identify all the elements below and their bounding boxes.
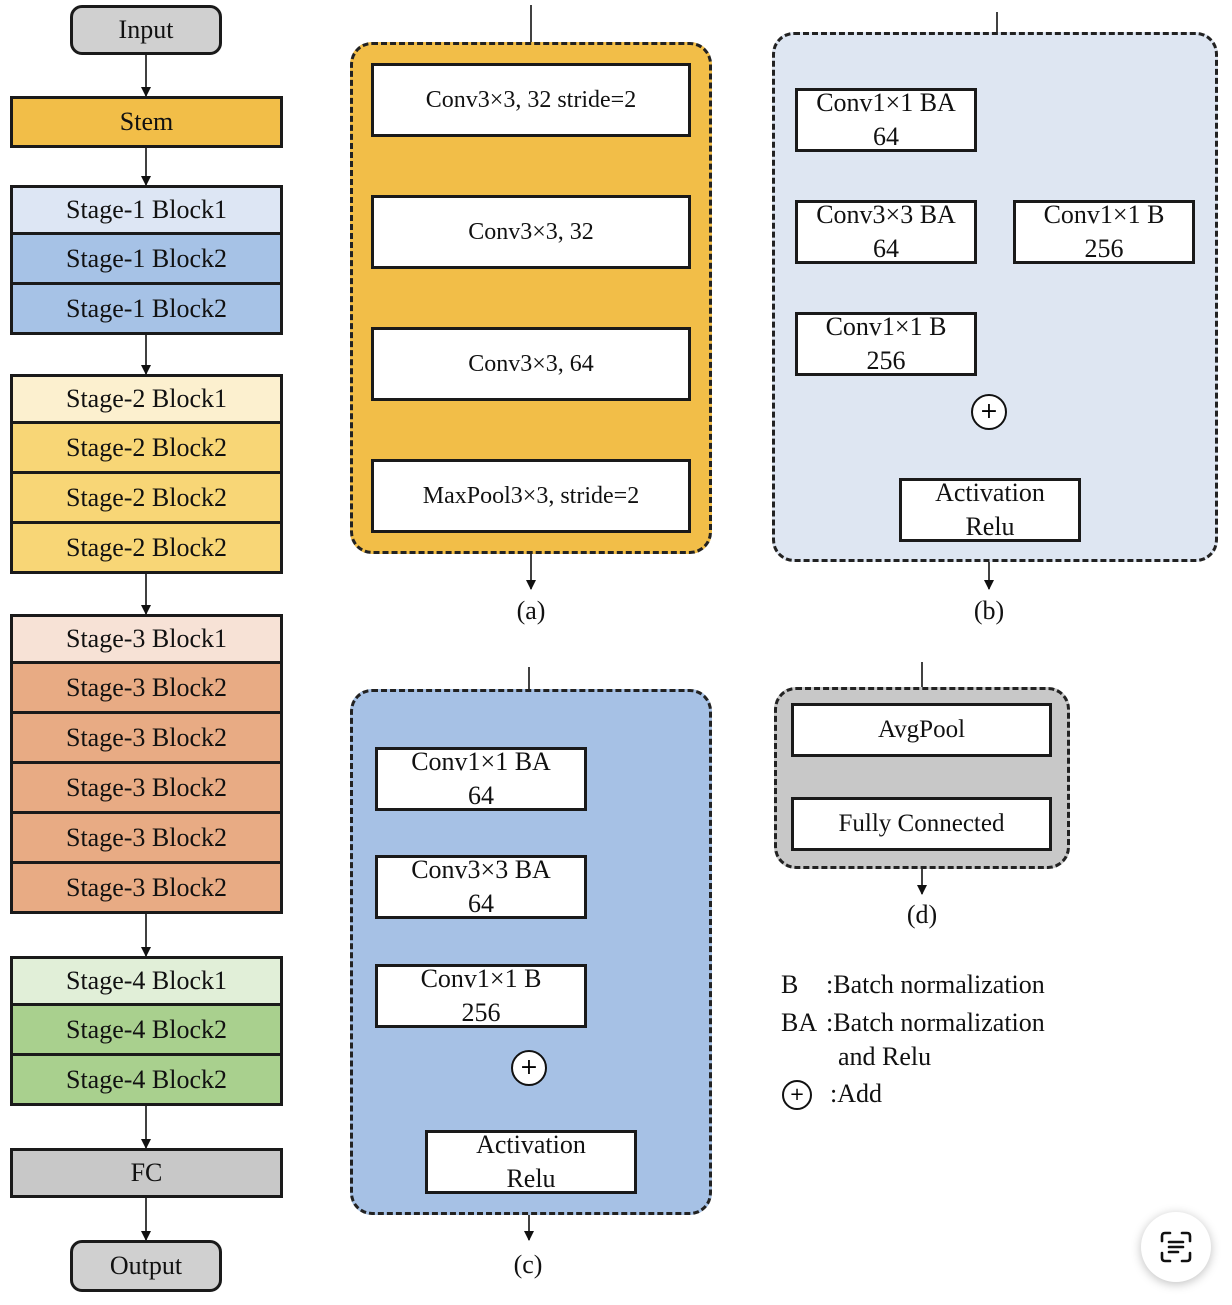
stage3-block-1-label: Stage-3 Block1	[65, 624, 228, 654]
panel-a-box-2-label: Conv3×3, 32	[468, 218, 594, 245]
stage3-block-5-label: Stage-3 Block2	[65, 822, 228, 852]
panel-d-avgpool-label: AvgPool	[877, 716, 966, 743]
stage4-block-2: Stage-4 Block2	[10, 1006, 283, 1056]
legend-ba-key: BA	[781, 1008, 818, 1037]
stage2-block-4-label: Stage-2 Block2	[65, 532, 228, 562]
panel-b-conv2-label: Conv3×3 BA	[816, 200, 956, 229]
panel-d-fully-connected-label: Fully Connected	[838, 810, 1005, 837]
panel-b-conv2-label: 64	[873, 234, 899, 263]
panel-b-shortcut-conv-label: 256	[1084, 234, 1124, 263]
stage3-block-4-label: Stage-3 Block2	[65, 772, 228, 802]
legend-ba-text-line2: and Relu	[838, 1042, 932, 1071]
panel-b-activation-label: Relu	[965, 512, 1015, 541]
panel-c-conv3-label: 256	[461, 998, 501, 1027]
text-scan-icon	[1160, 1231, 1192, 1263]
panel-c-caption: (c)	[513, 1250, 543, 1279]
output-node: Output	[70, 1240, 222, 1292]
panel-a-box-1: Conv3×3, 32 stride=2	[371, 63, 691, 137]
stage4-block-1-label: Stage-4 Block1	[65, 966, 228, 996]
panel-a-box-4: MaxPool3×3, stride=2	[371, 459, 691, 533]
stage2-block-3-label: Stage-2 Block2	[65, 482, 228, 512]
panel-b-caption: (b)	[973, 596, 1005, 625]
panel-b-conv3: Conv1×1 B 256	[795, 312, 977, 376]
fc-block: FC	[10, 1148, 283, 1198]
input-node: Input	[70, 5, 222, 55]
panel-b-activation-label: Activation	[935, 478, 1045, 507]
stage2-block-4: Stage-2 Block2	[10, 524, 283, 574]
stage1-block-1: Stage-1 Block1	[10, 185, 283, 235]
panel-b-conv2: Conv3×3 BA 64	[795, 200, 977, 264]
panel-c-conv1: Conv1×1 BA 64	[375, 747, 587, 811]
fc-block-label: FC	[130, 1158, 163, 1188]
panel-a-box-4-label: MaxPool3×3, stride=2	[422, 482, 640, 509]
stage4-block-3-label: Stage-4 Block2	[65, 1064, 228, 1094]
stage2-block-1: Stage-2 Block1	[10, 374, 283, 424]
legend-add-icon: +	[782, 1080, 812, 1110]
stage1-block-3: Stage-1 Block2	[10, 285, 283, 335]
panel-b-conv3-label: Conv1×1 B	[825, 312, 947, 341]
panel-c-conv1-label: 64	[468, 781, 494, 810]
stage4-block-2-label: Stage-4 Block2	[65, 1014, 228, 1044]
panel-c-conv3: Conv1×1 B 256	[375, 964, 587, 1028]
stage4-block-1: Stage-4 Block1	[10, 956, 283, 1006]
stage3-block-3: Stage-3 Block2	[10, 714, 283, 764]
stage1-block-1-label: Stage-1 Block1	[65, 195, 228, 225]
input-node-label: Input	[118, 15, 174, 45]
stage3-block-5: Stage-3 Block2	[10, 814, 283, 864]
panel-b-conv1-label: Conv1×1 BA	[816, 88, 956, 117]
panel-a-box-1-label: Conv3×3, 32 stride=2	[425, 86, 637, 113]
panel-d-caption: (d)	[906, 900, 938, 929]
stage3-block-3-label: Stage-3 Block2	[65, 722, 228, 752]
stage3-block-6-label: Stage-3 Block2	[65, 872, 228, 902]
output-node-label: Output	[109, 1251, 183, 1281]
panel-b-conv3-label: 256	[866, 346, 906, 375]
stage2-block-3: Stage-2 Block2	[10, 474, 283, 524]
panel-c-conv2-label: Conv3×3 BA	[411, 855, 551, 884]
stage3-block-4: Stage-3 Block2	[10, 764, 283, 814]
legend-b-text: :Batch normalization	[826, 970, 1045, 999]
panel-b-shortcut-conv: Conv1×1 B 256	[1013, 200, 1195, 264]
stage1-block-2-label: Stage-1 Block2	[65, 243, 228, 273]
panel-c-activation-label: Activation	[476, 1130, 586, 1159]
panel-a-box-2: Conv3×3, 32	[371, 195, 691, 269]
stage3-block-2-label: Stage-3 Block2	[65, 672, 228, 702]
panel-b-conv1: Conv1×1 BA 64	[795, 88, 977, 152]
panel-c-conv2-label: 64	[468, 889, 494, 918]
panel-a-box-3-label: Conv3×3, 64	[468, 350, 594, 377]
stage3-block-2: Stage-3 Block2	[10, 664, 283, 714]
legend-b-key: B	[781, 970, 799, 999]
stage2-block-1-label: Stage-2 Block1	[65, 384, 228, 414]
panel-c-conv2: Conv3×3 BA 64	[375, 855, 587, 919]
stage1-block-2: Stage-1 Block2	[10, 235, 283, 285]
panel-c-add-icon: +	[511, 1050, 547, 1086]
panel-b-conv1-label: 64	[873, 122, 899, 151]
stage1-block-3-label: Stage-1 Block2	[65, 293, 228, 323]
legend-add-text: :Add	[830, 1079, 882, 1108]
stem-block: Stem	[10, 96, 283, 148]
stage4-block-3: Stage-4 Block2	[10, 1056, 283, 1106]
stage2-block-2-label: Stage-2 Block2	[65, 432, 228, 462]
legend-ba-text: :Batch normalization	[826, 1008, 1045, 1037]
panel-c-activation-label: Relu	[506, 1164, 556, 1193]
stage3-block-6: Stage-3 Block2	[10, 864, 283, 914]
panel-b-shortcut-conv-label: Conv1×1 B	[1043, 200, 1165, 229]
panel-c-conv1-label: Conv1×1 BA	[411, 747, 551, 776]
stage2-block-2: Stage-2 Block2	[10, 424, 283, 474]
stage3-block-1: Stage-3 Block1	[10, 614, 283, 664]
panel-b-add-icon: +	[971, 394, 1007, 430]
stem-block-label: Stem	[119, 107, 174, 137]
panel-a-box-3: Conv3×3, 64	[371, 327, 691, 401]
panel-d-fully-connected: Fully Connected	[791, 797, 1052, 851]
panel-a-caption: (a)	[516, 596, 546, 625]
panel-c-conv3-label: Conv1×1 B	[420, 964, 542, 993]
text-scan-button[interactable]	[1141, 1212, 1211, 1282]
panel-d-avgpool: AvgPool	[791, 703, 1052, 757]
